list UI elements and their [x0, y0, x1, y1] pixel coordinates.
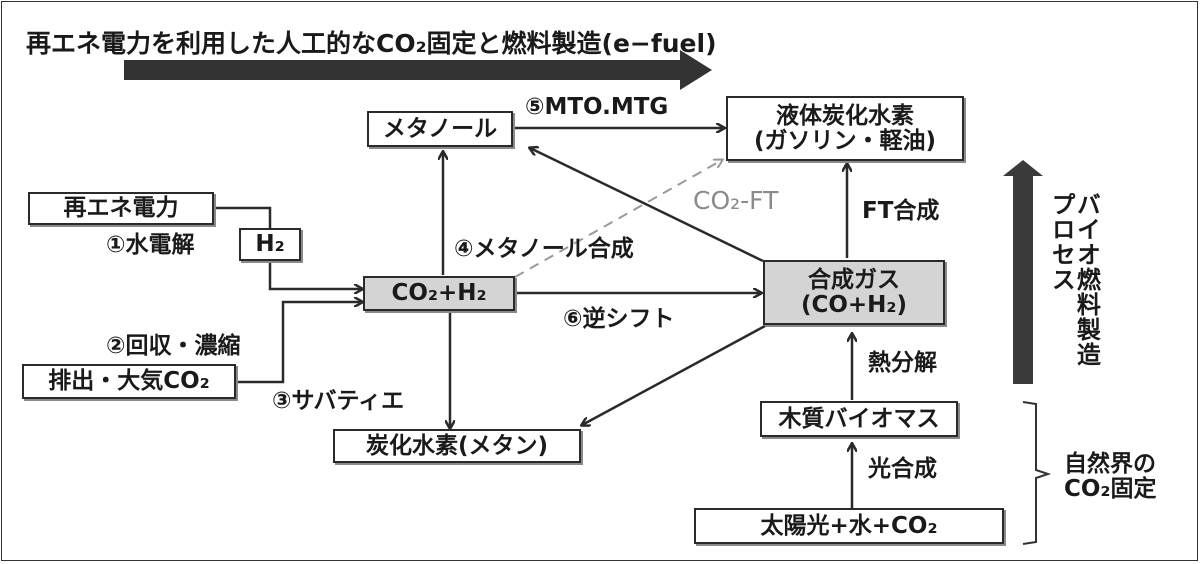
natural-fixation-line2: CO₂固定 [1064, 476, 1157, 503]
label-mto-mtg: ⑤MTO.MTG [525, 94, 669, 120]
label-natural-fixation: 自然界の CO₂固定 [1064, 451, 1157, 503]
label-capture: ②回収・濃縮 [106, 333, 241, 359]
natural-fixation-bracket [1022, 401, 1052, 545]
edge-power-h2 [214, 206, 272, 232]
efuel-arrow [124, 50, 712, 90]
liquid-hc-line1: 液体炭化水素 [776, 103, 914, 130]
node-sun-water-co2: 太陽光+水+CO₂ [694, 508, 1004, 544]
edge-co2-co2h2 [236, 302, 362, 384]
natural-fixation-line1: 自然界の [1064, 451, 1156, 477]
biofuel-arrow [1003, 160, 1043, 384]
label-pyrolysis: 熱分解 [868, 350, 937, 376]
node-liquid-hydrocarbon: 液体炭化水素 (ガソリン・軽油) [726, 96, 964, 161]
edge-syngas-methane [582, 324, 766, 425]
label-ft-synthesis: FT合成 [862, 198, 940, 224]
diagram-title: 再エネ電力を利用した人工的なCO₂固定と燃料製造(e−fuel) [26, 29, 717, 58]
label-biofuel-process: バイオ燃料製造プロセス [1047, 192, 1101, 367]
node-methanol: メタノール [367, 111, 513, 147]
node-renewable-power: 再エネ電力 [28, 192, 214, 225]
syngas-line1: 合成ガス [808, 267, 900, 294]
label-methanol-synthesis: ④メタノール合成 [454, 236, 634, 262]
edge-co2-ft [514, 160, 722, 278]
node-syngas: 合成ガス (CO+H₂) [763, 260, 945, 325]
label-electrolysis: ①水電解 [106, 232, 195, 258]
label-co2-ft: CO₂-FT [693, 186, 779, 215]
label-reverse-shift: ⑥逆シフト [563, 306, 675, 332]
node-methane: 炭化水素(メタン) [333, 429, 581, 463]
node-emitted-co2: 排出・大気CO₂ [22, 364, 236, 399]
label-photosynthesis: 光合成 [868, 456, 937, 482]
edge-syngas-methanol [530, 148, 764, 263]
node-co2-h2: CO₂+H₂ [363, 276, 515, 311]
liquid-hc-line2: (ガソリン・軽油) [753, 127, 937, 154]
label-sabatier: ③サバティエ [272, 388, 405, 414]
edge-h2-co2h2 [268, 261, 362, 289]
node-woody-biomass: 木質バイオマス [760, 401, 958, 437]
syngas-line2: (CO+H₂) [800, 291, 908, 318]
node-h2: H₂ [239, 228, 301, 261]
